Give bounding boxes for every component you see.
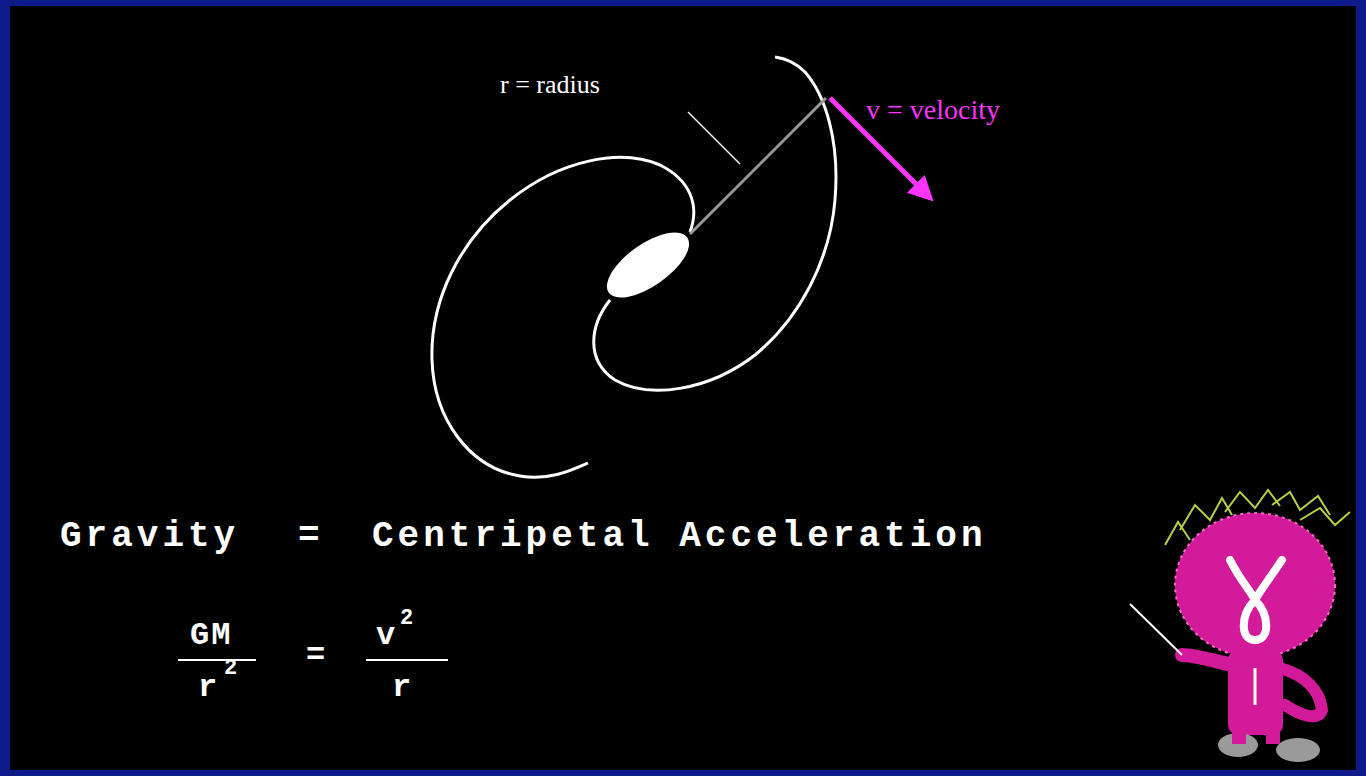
radius-label: r = radius [500,70,600,100]
equation-word: Centripetal Acceleration [372,516,986,557]
equals-sign: = [298,516,324,557]
spiral-arm [594,57,836,390]
galaxy-bulge [597,220,700,309]
leader-line [688,112,740,164]
spiral-arm [432,158,694,478]
velocity-label: v = velocity [866,94,1000,126]
equals-sign: = [306,638,325,675]
fraction-bar [366,659,448,661]
exponent: 2 [224,656,237,681]
formula-term: r [198,670,217,707]
exponent: 2 [400,606,413,631]
formula-term: r [392,670,411,707]
cartoon-professor [1130,490,1350,762]
radius-line [690,98,826,234]
equation-word: Gravity [60,516,239,557]
formula-term: GM [190,618,232,655]
fraction-bar [178,659,256,661]
formula-term: v [376,618,395,655]
